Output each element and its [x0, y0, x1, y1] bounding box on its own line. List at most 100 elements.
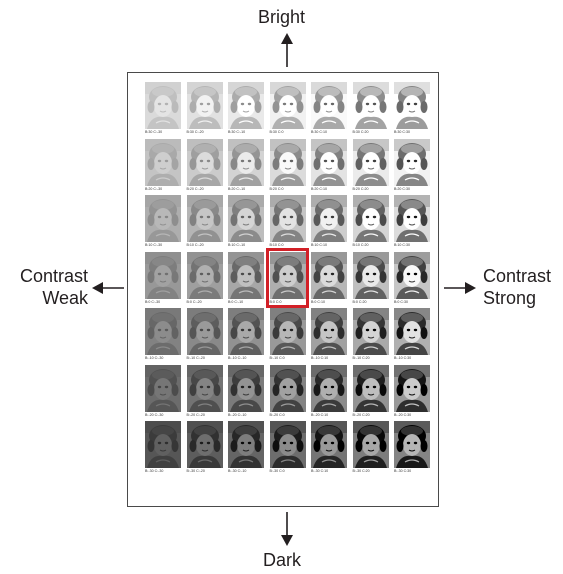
- portrait-thumbnail: [145, 195, 181, 242]
- thumbnail-cell: B:-10 C:0: [269, 308, 306, 364]
- thumbnail-cell: B:0 C:30: [394, 251, 430, 308]
- thumbnail-caption: B:0 C:-20: [186, 299, 202, 304]
- portrait-thumbnail: [394, 138, 430, 186]
- portrait-thumbnail: [228, 364, 264, 412]
- portrait-thumbnail: [186, 82, 223, 129]
- portrait-thumbnail: [186, 364, 223, 412]
- thumbnail-cell: B:-10 C:-20: [186, 308, 223, 364]
- thumbnail-caption: B:-10 C:-20: [186, 356, 205, 360]
- thumbnail-caption: B:0 C:30: [394, 299, 408, 304]
- dark-label: Dark: [263, 550, 302, 570]
- thumbnail-caption: B:20 C:10: [311, 186, 327, 191]
- arrow-left-icon: [92, 282, 124, 294]
- portrait-thumbnail: [352, 308, 389, 355]
- portrait-thumbnail: [145, 364, 181, 412]
- thumbnail-cell: B:30 C:20: [352, 82, 389, 138]
- thumbnail-caption: B:20 C:-10: [228, 186, 246, 191]
- thumbnail-cell: B:-10 C:20: [352, 308, 389, 364]
- thumbnail-caption: B:-20 C:-10: [228, 412, 247, 417]
- thumbnail-cell: B:0 C:10: [311, 251, 347, 308]
- portrait-thumbnail: [145, 251, 181, 299]
- thumbnail-cell: B:20 C:30: [394, 138, 430, 195]
- portrait-thumbnail: [352, 421, 389, 468]
- thumbnail-cell: B:-20 C:-10: [228, 364, 264, 421]
- thumbnail-cell: B:0 C:-20: [186, 251, 223, 308]
- portrait-thumbnail: [228, 251, 264, 299]
- thumbnail-cell: B:10 C:0: [269, 195, 306, 251]
- thumbnail-cell: B:0 C:0: [269, 251, 306, 308]
- thumbnail-cell: B:-20 C:-20: [186, 364, 223, 421]
- thumbnail-caption: B:-20 C:30: [394, 412, 412, 417]
- selected-thumbnail-highlight: [265, 247, 309, 308]
- thumbnail-cell: B:30 C:-30: [145, 82, 181, 138]
- thumbnail-caption: B:-20 C:0: [269, 412, 285, 417]
- thumbnail-caption: B:-10 C:0: [269, 356, 285, 360]
- contrast-strong-label-line1: Contrast: [483, 266, 552, 286]
- contrast-strong-label-line2: Strong: [483, 288, 537, 308]
- thumbnail-cell: B:-10 C:-30: [145, 308, 181, 364]
- thumbnail-cell: B:-30 C:30: [394, 421, 430, 477]
- thumbnail-caption: B:-10 C:30: [394, 356, 412, 360]
- thumbnail-caption: B:20 C:-30: [145, 186, 163, 191]
- thumbnail-caption: B:10 C:30: [394, 243, 410, 247]
- portrait-thumbnail: [269, 82, 306, 129]
- thumbnail-cell: B:-10 C:30: [394, 308, 430, 364]
- thumbnail-caption: B:30 C:0: [269, 130, 284, 134]
- portrait-thumbnail: [228, 82, 264, 129]
- portrait-thumbnail: [352, 195, 389, 242]
- portrait-thumbnail: [145, 308, 181, 355]
- thumbnail-caption: B:-30 C:-30: [145, 469, 164, 473]
- thumbnail-cell: B:30 C:30: [394, 82, 430, 138]
- thumbnail-caption: B:0 C:20: [352, 299, 367, 304]
- portrait-thumbnail: [352, 138, 389, 186]
- thumbnail-cell: B:0 C:-10: [228, 251, 264, 308]
- thumbnail-cell: B:20 C:0: [269, 138, 306, 195]
- arrow-right-icon: [444, 282, 476, 294]
- thumbnail-cell: B:-30 C:10: [311, 421, 347, 477]
- portrait-thumbnail: [394, 421, 430, 468]
- arrow-up-icon: [281, 33, 293, 67]
- arrow-down-icon: [281, 512, 293, 546]
- thumbnail-caption: B:20 C:30: [394, 186, 410, 191]
- thumbnail-cell: B:-30 C:-10: [228, 421, 264, 477]
- portrait-thumbnail: [145, 138, 181, 186]
- thumbnail-caption: B:-30 C:-10: [228, 469, 247, 473]
- thumbnail-caption: B:-10 C:10: [311, 356, 329, 360]
- thumbnail-cell: B:30 C:10: [311, 82, 347, 138]
- portrait-thumbnail: [186, 138, 223, 186]
- thumbnail-cell: B:-20 C:10: [311, 364, 347, 421]
- contrast-strong-label: Contrast Strong: [483, 265, 563, 309]
- thumbnail-caption: B:30 C:-30: [145, 130, 163, 134]
- thumbnail-cell: B:-30 C:-20: [186, 421, 223, 477]
- thumbnail-caption: B:-20 C:-20: [186, 412, 205, 417]
- thumbnail-cell: B:0 C:20: [352, 251, 389, 308]
- thumbnail-cell: B:-20 C:30: [394, 364, 430, 421]
- thumbnail-cell: B:20 C:20: [352, 138, 389, 195]
- thumbnail-caption: B:-20 C:-30: [145, 412, 164, 417]
- thumbnail-caption: B:20 C:0: [269, 186, 284, 191]
- portrait-thumbnail: [269, 251, 306, 299]
- portrait-thumbnail: [228, 195, 264, 242]
- thumbnail-cell: B:-10 C:10: [311, 308, 347, 364]
- thumbnail-caption: B:30 C:-10: [228, 130, 246, 134]
- thumbnail-caption: B:-10 C:-30: [145, 356, 164, 360]
- contrast-weak-label-line2: Weak: [42, 288, 88, 308]
- thumbnail-cell: B:10 C:-30: [145, 195, 181, 251]
- thumbnail-caption: B:0 C:-10: [228, 299, 244, 304]
- portrait-thumbnail: [228, 308, 264, 355]
- thumbnail-cell: B:30 C:0: [269, 82, 306, 138]
- thumbnail-cell: B:-20 C:-30: [145, 364, 181, 421]
- thumbnail-caption: B:-10 C:20: [352, 356, 370, 360]
- portrait-thumbnail: [394, 364, 430, 412]
- portrait-thumbnail: [269, 308, 306, 355]
- portrait-thumbnail: [186, 421, 223, 468]
- portrait-thumbnail: [186, 251, 223, 299]
- thumbnail-cell: B:0 C:-30: [145, 251, 181, 308]
- thumbnail-caption: B:-30 C:20: [352, 469, 370, 473]
- thumbnail-caption: B:30 C:10: [311, 130, 327, 134]
- portrait-thumbnail: [394, 82, 430, 129]
- thumbnail-caption: B:30 C:30: [394, 130, 410, 134]
- portrait-thumbnail: [311, 364, 347, 412]
- thumbnail-cell: B:-30 C:20: [352, 421, 389, 477]
- thumbnail-caption: B:20 C:20: [352, 186, 369, 191]
